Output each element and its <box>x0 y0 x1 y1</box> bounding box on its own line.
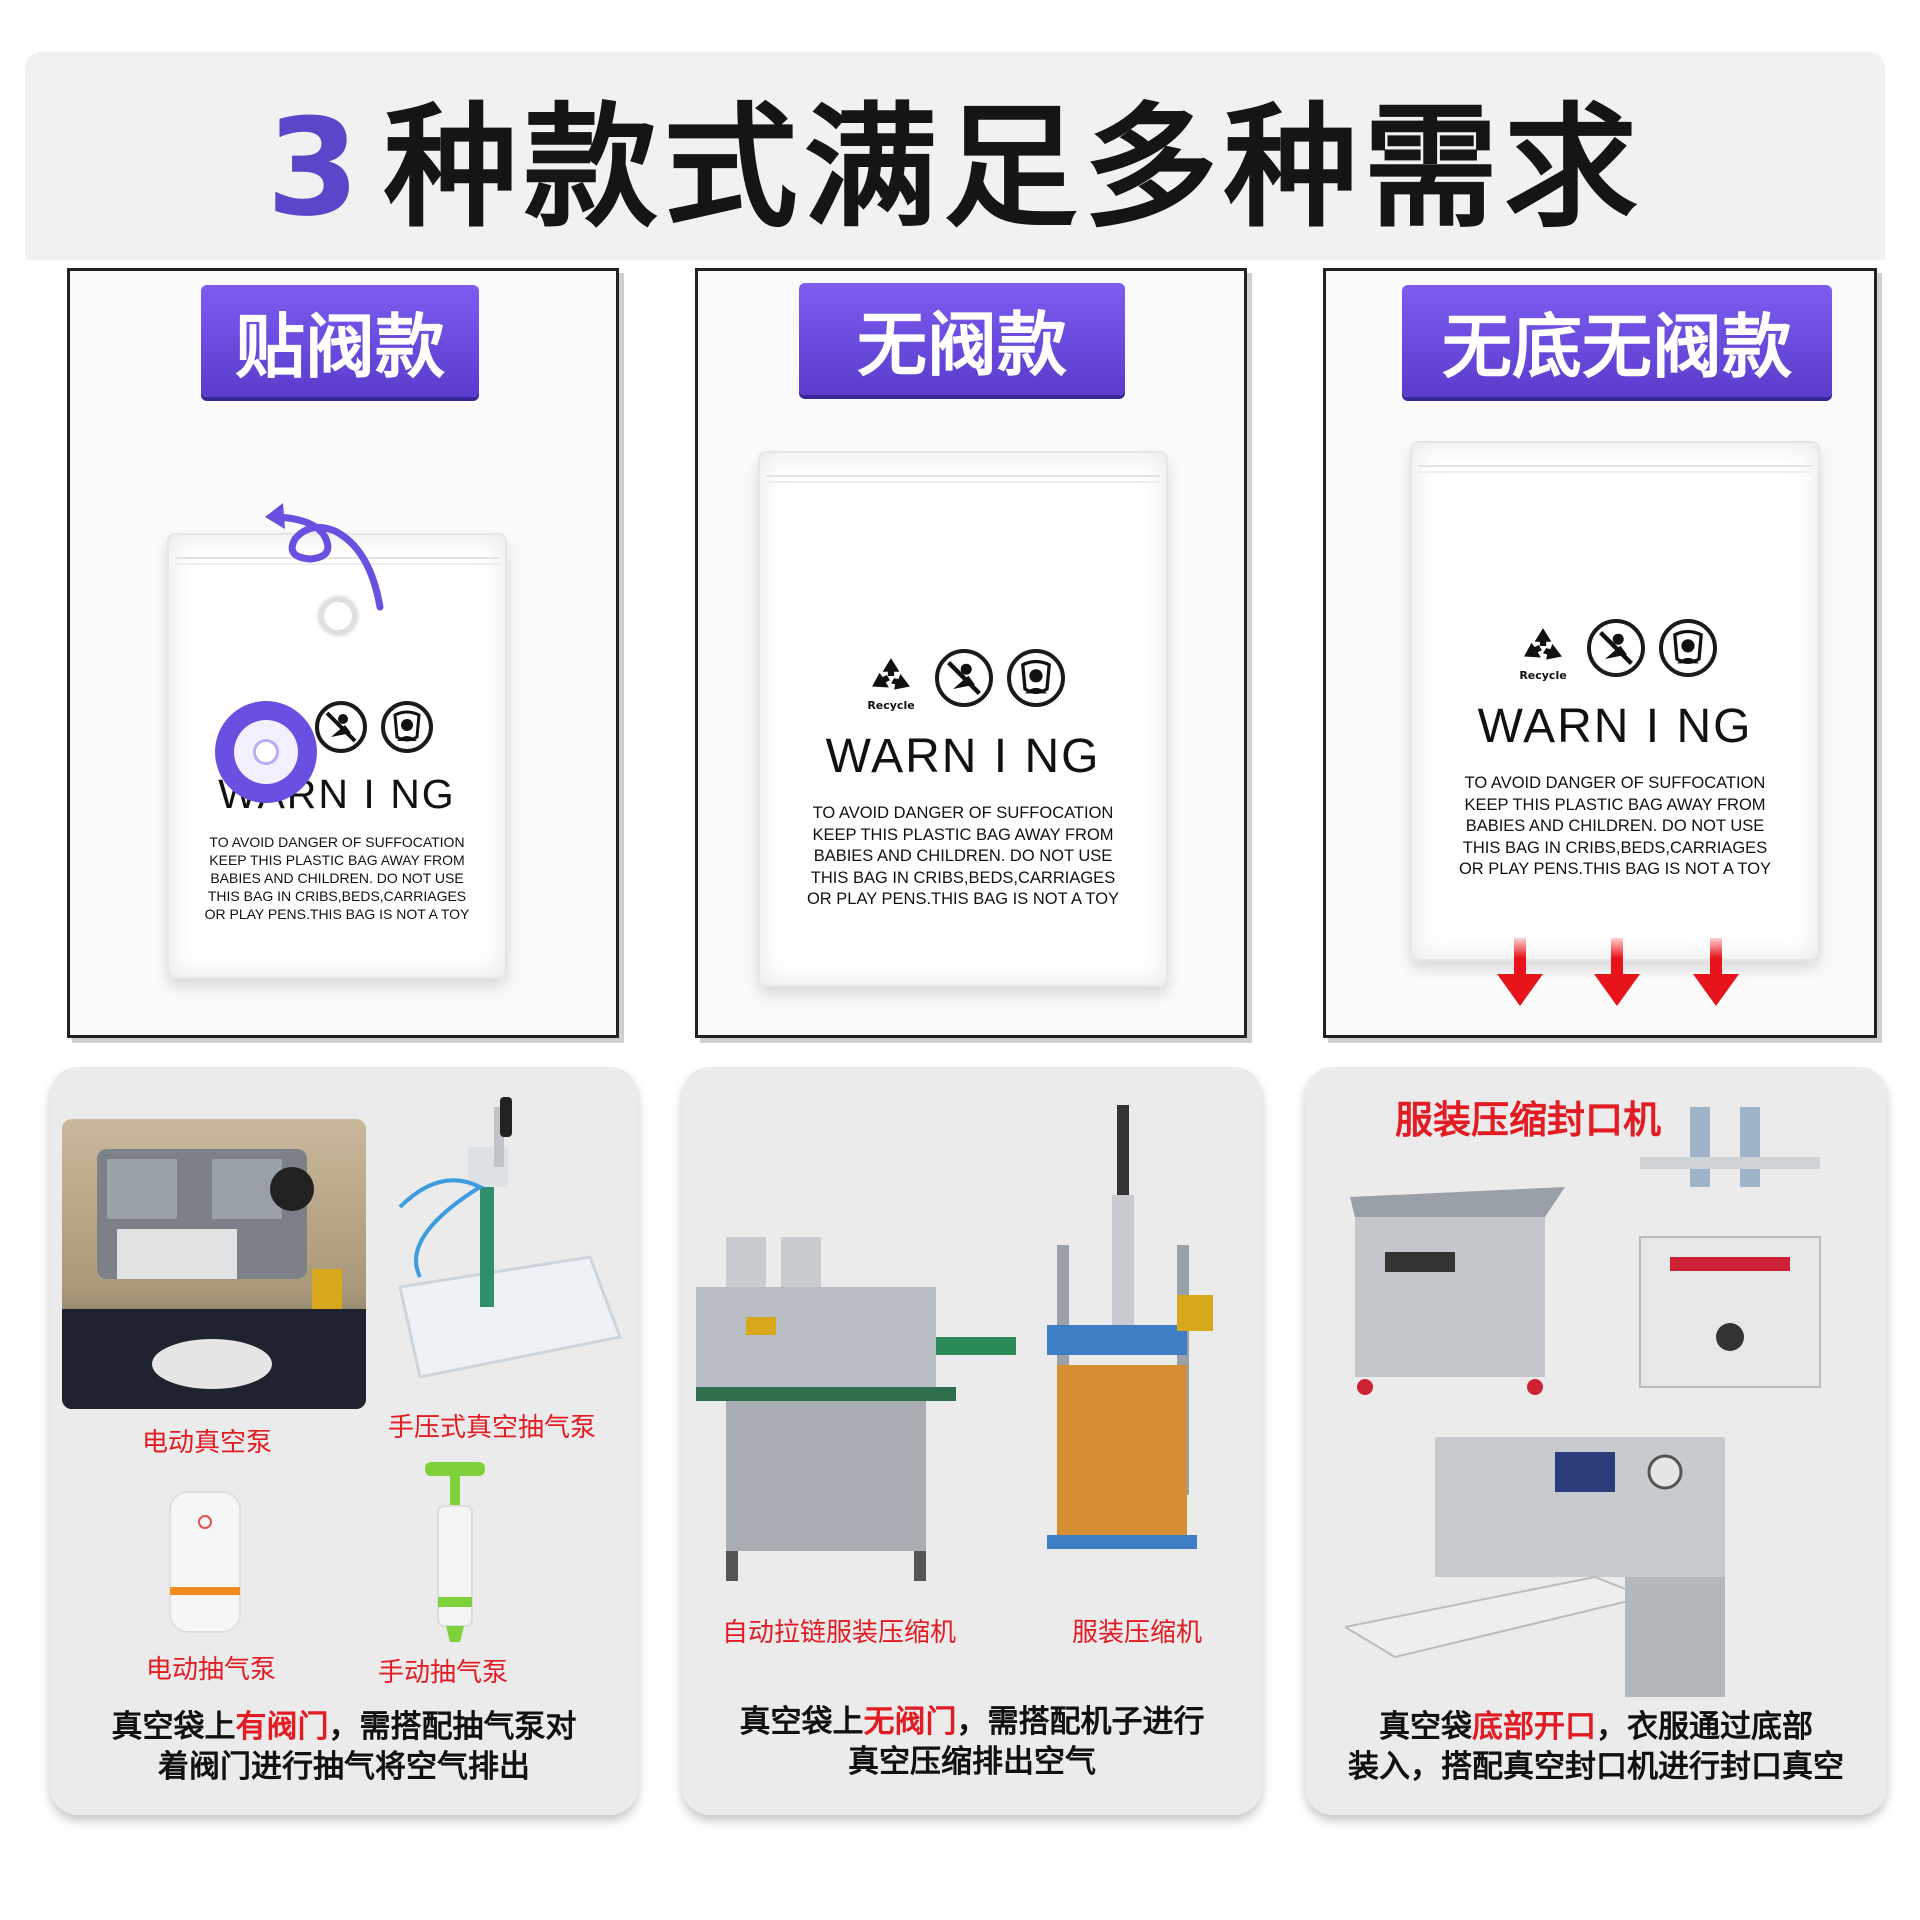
desc-highlight: 底部开口 <box>1472 1709 1596 1745</box>
valve-on-bag-icon <box>319 597 357 635</box>
desc-text: 真空袋上 <box>739 1704 864 1740</box>
desc-highlight: 有阀门 <box>235 1709 329 1745</box>
no-baby-icon <box>315 701 367 753</box>
desc-line-2: 真空压缩排出空气 <box>848 1744 1096 1780</box>
bag-zip <box>766 475 1160 483</box>
manual-hand-pump-photo <box>425 1462 485 1642</box>
suffocation-warning-icon <box>1007 649 1065 707</box>
card-bottomless-bag: 无底无阀款 Recycle WARN I NG TO AVOID DANGER … <box>1323 268 1877 1038</box>
warning-title: WARN I NG <box>218 771 456 817</box>
recycle-label: Recycle <box>1519 668 1567 682</box>
desc-text: 真空袋上 <box>111 1709 236 1745</box>
hand-press-pump-photo <box>380 1087 630 1407</box>
no-baby-icon <box>935 649 993 707</box>
caption-manual-hand-pump: 手动抽气泵 <box>378 1658 509 1688</box>
caption-garment-compressor: 服装压缩机 <box>1072 1618 1203 1648</box>
bag-zip <box>1418 465 1812 473</box>
card-valve-bag: 贴阀款 Recycle WARN I NG TO AVOID DANGER OF… <box>67 268 619 1038</box>
suffocation-warning-icon <box>381 701 433 753</box>
desc-text: ，需搭配机子进行 <box>956 1704 1205 1740</box>
title-text: 种款式满足多种需求 <box>383 90 1644 246</box>
desc-line-2: 着阀门进行抽气将空气排出 <box>158 1749 530 1785</box>
tab-no-valve-type: 无阀款 <box>799 283 1125 395</box>
warning-text: TO AVOID DANGER OF SUFFOCATION KEEP THIS… <box>204 834 470 922</box>
bag-icons: Recycle <box>760 649 1166 717</box>
electric-air-pump-photo <box>169 1491 241 1633</box>
warning-text: TO AVOID DANGER OF SUFFOCATION KEEP THIS… <box>806 804 1120 908</box>
valve-icon <box>215 701 317 803</box>
panel-title: 服装压缩封口机 <box>1395 1098 1662 1142</box>
external-vacuum-sealer-photo <box>1345 1437 1725 1697</box>
desc-text: ，需搭配抽气泵对 <box>328 1709 577 1745</box>
curved-arrow-icon <box>265 503 384 611</box>
panel-description: 真空袋底部开口，衣服通过底部 装入，搭配真空封口机进行封口真空 <box>1305 1707 1887 1787</box>
card-no-valve-bag: 无阀款 Recycle WARN I NG TO AVOID DANGER OF… <box>695 268 1247 1038</box>
down-arrow-icon <box>1594 938 1640 1006</box>
electric-vacuum-pump-photo <box>62 1119 366 1409</box>
caption-electric-vacuum-pump: 电动真空泵 <box>142 1428 273 1458</box>
bag-image: Recycle WARN I NG TO AVOID DANGER OF SUF… <box>1410 441 1820 961</box>
no-baby-icon <box>1587 619 1645 677</box>
panel-compression-machines: 自动拉链服装压缩机 服装压缩机 真空袋上无阀门，需搭配机子进行 真空压缩排出空气 <box>682 1067 1262 1815</box>
desc-text: 真空袋 <box>1379 1709 1472 1745</box>
caption-hand-press-pump: 手压式真空抽气泵 <box>388 1413 597 1443</box>
title-number: 3 <box>266 90 366 246</box>
garment-compressor-photo <box>1047 1105 1213 1549</box>
recycle-label: Recycle <box>867 698 915 712</box>
tab-bottomless-type: 无底无阀款 <box>1402 285 1832 397</box>
panel-description: 真空袋上无阀门，需搭配机子进行 真空压缩排出空气 <box>682 1702 1262 1782</box>
caption-electric-air-pump: 电动抽气泵 <box>146 1655 277 1685</box>
desc-highlight: 无阀门 <box>863 1704 957 1740</box>
pneumatic-sealer-photo <box>1639 1107 1821 1388</box>
auto-zipper-compressor-photo <box>696 1237 1016 1581</box>
panel-description: 真空袋上有阀门，需搭配抽气泵对 着阀门进行抽气将空气排出 <box>50 1707 638 1787</box>
down-arrow-icon <box>1497 938 1543 1006</box>
suffocation-warning-icon <box>1659 619 1717 677</box>
down-arrow-icon <box>1693 938 1739 1006</box>
panel-sealing-machines: 服装压缩封口机 真空袋底部开口，衣服通过底部 装入，搭配真空封口机进行封口真空 <box>1305 1067 1887 1815</box>
desc-text: ，衣服通过底部 <box>1596 1709 1813 1745</box>
bag-icons: Recycle <box>1412 619 1818 687</box>
tab-valve-type: 贴阀款 <box>201 285 479 397</box>
warning-text: TO AVOID DANGER OF SUFFOCATION KEEP THIS… <box>1458 774 1772 878</box>
recycle-icon: Recycle <box>1513 619 1573 687</box>
caption-auto-zipper-compressor: 自动拉链服装压缩机 <box>722 1618 957 1648</box>
bag-image: Recycle WARN I NG TO AVOID DANGER OF SUF… <box>758 451 1168 987</box>
warning-title: WARN I NG <box>825 730 1101 783</box>
vacuum-chamber-sealer-photo <box>1350 1187 1565 1395</box>
bag-zip <box>175 557 499 565</box>
warning-title: WARN I NG <box>1477 700 1753 753</box>
recycle-icon: Recycle <box>861 649 921 717</box>
desc-line-2: 装入，搭配真空封口机进行封口真空 <box>1348 1749 1844 1785</box>
panel-pumps: 电动真空泵 手压式真空抽气泵 电动抽气泵 手动抽气泵 真空袋上有阀门，需搭配抽气… <box>50 1067 638 1815</box>
